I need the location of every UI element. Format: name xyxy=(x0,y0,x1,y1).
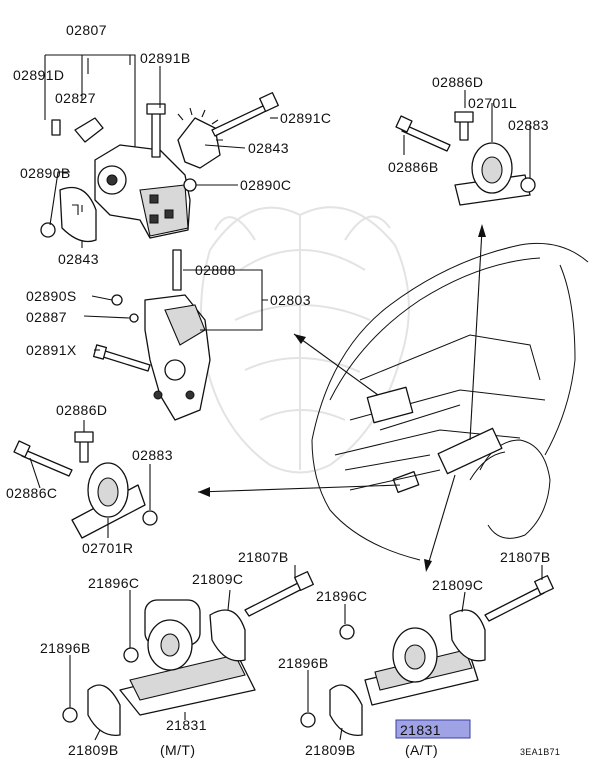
leader-lines xyxy=(29,58,543,741)
label-02827: 02827 xyxy=(55,90,96,106)
part-labels: 02807 02891D 02827 02891B 02891C 02843 0… xyxy=(6,22,560,758)
mount-02701l xyxy=(395,111,536,206)
label-02883-top: 02883 xyxy=(508,117,549,133)
label-02888: 02888 xyxy=(195,262,236,278)
label-mt: (M/T) xyxy=(160,742,195,758)
label-21831-at: 21831 xyxy=(400,722,441,738)
diagram-code: 3EA1B71 xyxy=(520,747,560,757)
label-21896c-right: 21896C xyxy=(316,588,367,604)
label-02886c: 02886C xyxy=(6,485,57,501)
label-at: (A/T) xyxy=(405,742,438,758)
car-outline xyxy=(311,242,589,561)
mount-02701r xyxy=(13,431,158,539)
label-02883-left: 02883 xyxy=(132,447,173,463)
label-21809c-left: 21809C xyxy=(192,571,243,587)
label-02890s: 02890S xyxy=(26,288,77,304)
label-21809b-right: 21809B xyxy=(305,742,356,758)
label-02891x: 02891X xyxy=(26,342,77,358)
label-02886d-left: 02886D xyxy=(56,402,107,418)
label-02890c: 02890C xyxy=(240,177,291,193)
label-21809c-right: 21809C xyxy=(432,577,483,593)
label-21807b-left: 21807B xyxy=(238,549,289,565)
label-21807b-right: 21807B xyxy=(500,549,551,565)
label-02843-left: 02843 xyxy=(58,251,99,267)
label-02890b: 02890B xyxy=(20,165,71,181)
label-21896c-left: 21896C xyxy=(88,575,139,591)
label-02701r: 02701R xyxy=(82,540,133,556)
watermark-emblem xyxy=(200,206,410,474)
label-21809b-left: 21809B xyxy=(68,742,119,758)
label-02891c: 02891C xyxy=(280,110,331,126)
label-02886b: 02886B xyxy=(388,159,439,175)
label-02891b: 02891B xyxy=(140,50,191,66)
engine-bracket-assembly xyxy=(40,54,279,243)
mount-21831-mt xyxy=(62,571,314,736)
label-02843-top: 02843 xyxy=(248,140,289,156)
label-02807: 02807 xyxy=(66,22,107,38)
bracket-02803 xyxy=(92,249,211,421)
label-02887: 02887 xyxy=(26,309,67,325)
label-21896b-right: 21896B xyxy=(278,655,329,671)
label-02891d: 02891D xyxy=(13,67,64,83)
label-02886d-top: 02886D xyxy=(432,74,483,90)
label-21896b-left: 21896B xyxy=(40,640,91,656)
label-21831-mt: 21831 xyxy=(166,717,207,733)
highlight-box xyxy=(395,719,471,739)
mount-21831-at xyxy=(300,575,554,736)
label-02701l: 02701L xyxy=(468,95,517,111)
label-02803: 02803 xyxy=(270,292,311,308)
